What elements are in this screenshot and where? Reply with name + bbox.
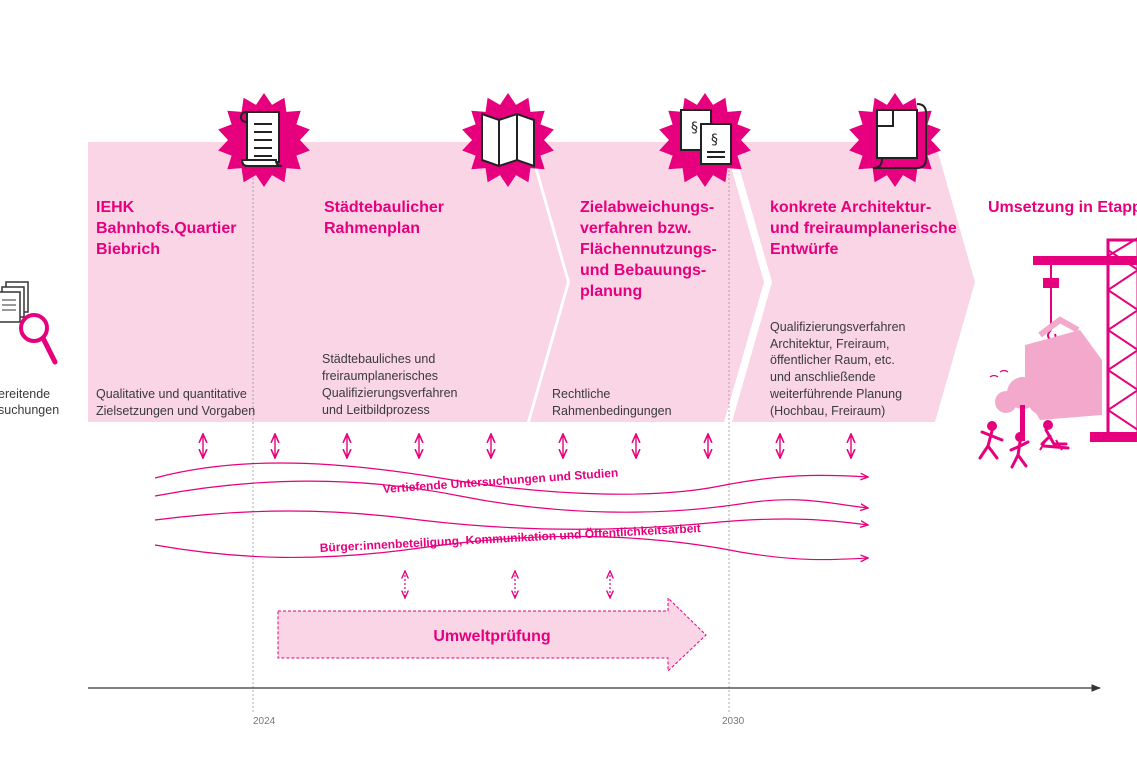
stage-3-body: Rechtliche Rahmenbedingungen (552, 387, 672, 418)
year-label: 2024 (253, 716, 276, 727)
wave-label-participation: Bürger:innenbeteiligung, Kommunikation u… (319, 520, 701, 555)
title-line: Städtebaulicher (324, 199, 444, 216)
stage-1-body: Qualitative und quantitative Zielsetzung… (96, 387, 255, 418)
stage-1-title: IEHK Bahnhofs.Quartier Biebrich (96, 199, 241, 258)
umwelt-arrow (277, 596, 707, 673)
stage-badges: §§ (218, 93, 941, 187)
body-line: Qualitative und quantitative (96, 387, 247, 401)
body-line: und anschließende (770, 370, 876, 384)
wave-line (154, 510, 868, 530)
wave-line (154, 462, 868, 495)
body-line: Rechtliche (552, 387, 610, 401)
body-line: öffentlicher Raum, etc. (770, 353, 895, 367)
svg-text:§: § (691, 120, 698, 136)
wave-label-studies: Vertiefende Untersuchungen und Studien (382, 466, 618, 496)
wave-line (154, 535, 868, 559)
body-line: Qualifizierungsverfahren (322, 386, 458, 400)
stage-5-title: Umsetzung in Etapp (988, 199, 1137, 216)
chevron-1 (88, 142, 333, 422)
stage-3-title: Zielabweichungs- verfahren bzw. Flächenn… (580, 199, 721, 300)
title-line: und freiraumplanerische (770, 220, 957, 237)
umwelt-label: Umweltprüfung (433, 628, 550, 645)
chevron-4 (732, 142, 975, 422)
stage-4-title: konkrete Architektur- und freiraumplaner… (770, 199, 961, 258)
stage-2-body: Städtebauliches und freiraumplanerisches… (322, 352, 461, 417)
title-line: Flächennutzungs- (580, 241, 717, 258)
environment-link-arrows (405, 571, 610, 598)
title-line: Entwürfe (770, 241, 839, 258)
start-label: ereitende suchungen (0, 387, 59, 417)
chevron-2 (288, 142, 567, 422)
body-line: Rahmenbedingungen (552, 404, 672, 418)
wave-line (154, 480, 868, 513)
body-line: freiraumplanerisches (322, 369, 438, 383)
svg-text:§: § (711, 132, 718, 148)
wave-lines (154, 462, 868, 560)
title-line: Rahmenplan (324, 220, 420, 237)
title-line: Biebrich (96, 241, 160, 258)
interaction-arrows (203, 434, 851, 458)
stage-chevrons (88, 142, 975, 422)
title-line: und Bebauungs- (580, 262, 706, 279)
map-icon (481, 112, 535, 168)
body-line: Qualifizierungsverfahren (770, 320, 906, 334)
legal-documents-icon: §§ (680, 109, 732, 165)
body-line: und Leitbildprozess (322, 403, 430, 417)
chevron-3 (530, 142, 764, 422)
body-line: Städtebauliches und (322, 352, 435, 366)
body-line: Architektur, Freiraum, (770, 337, 889, 351)
title-line: Zielabweichungs- (580, 199, 714, 216)
blueprint-roll-icon (872, 103, 927, 169)
construction-crane-icon (978, 237, 1137, 469)
title-line: verfahren bzw. (580, 220, 691, 237)
title-line: planung (580, 283, 642, 300)
body-line: (Hochbau, Freiraum) (770, 404, 885, 418)
start-label-line: suchungen (0, 403, 59, 417)
body-line: Zielsetzungen und Vorgaben (96, 404, 255, 418)
body-line: weiterführende Planung (769, 387, 902, 401)
stage-4-body: Qualifizierungsverfahren Architektur, Fr… (769, 320, 909, 418)
stage-2-title: Städtebaulicher Rahmenplan (324, 199, 448, 237)
start-label-line: ereitende (0, 387, 50, 401)
title-line: Umsetzung in Etapp (988, 199, 1137, 216)
document-scroll-icon (239, 111, 283, 167)
title-line: Bahnhofs.Quartier (96, 220, 236, 237)
year-label: 2030 (722, 716, 745, 727)
title-line: konkrete Architektur- (770, 199, 931, 216)
title-line: IEHK (96, 199, 135, 216)
documents-magnifier-icon (0, 281, 58, 365)
